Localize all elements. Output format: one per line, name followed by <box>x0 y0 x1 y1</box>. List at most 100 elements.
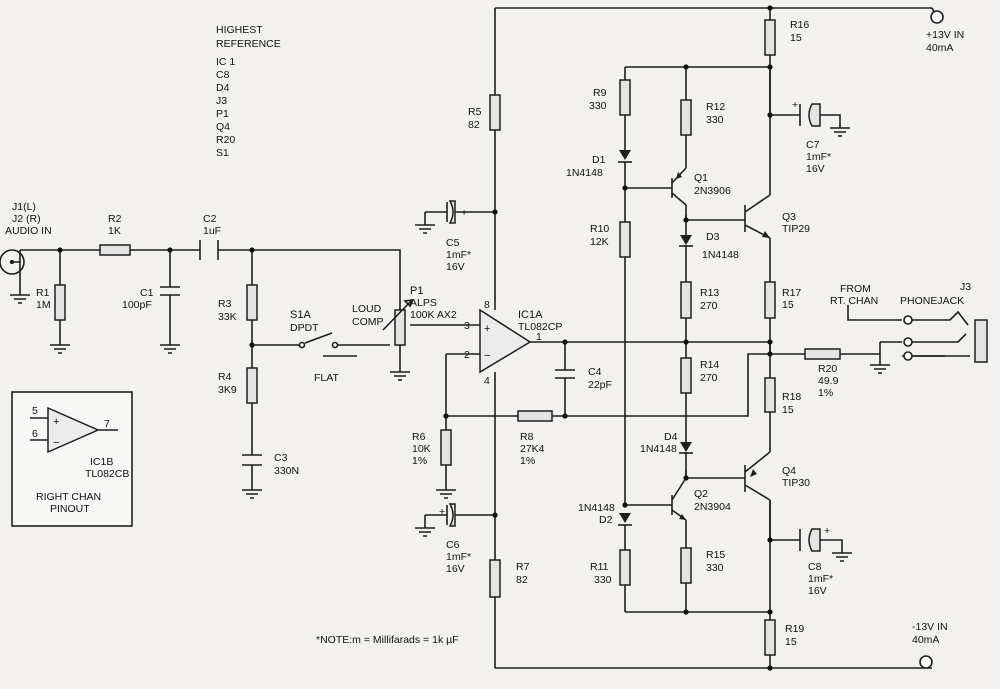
ground-symbols <box>10 127 890 562</box>
ground-icon <box>830 127 850 137</box>
ground-icon <box>415 224 435 234</box>
capacitor-c5-icon <box>446 200 456 224</box>
ground-icon <box>832 552 852 562</box>
value-vpos-current: 40mA <box>926 42 953 54</box>
ref-item: J3 <box>216 95 227 107</box>
label-r5: R5 <box>468 106 482 118</box>
value-p1-2: 100K AX2 <box>410 309 457 321</box>
power-terminals <box>919 7 944 669</box>
value-d2: 1N4148 <box>578 502 615 514</box>
ref-title-2: REFERENCE <box>216 38 281 50</box>
label-c8: C8 <box>808 561 822 573</box>
label-r15: R15 <box>706 549 725 561</box>
pot-arrow-icon <box>382 299 414 331</box>
ref-item: R20 <box>216 134 235 146</box>
resistor-r18-icon <box>764 377 776 413</box>
label-q2: Q2 <box>694 488 708 500</box>
pinout-name: IC1B <box>90 456 113 468</box>
value-r8-2: 1% <box>520 455 535 467</box>
ref-item: C8 <box>216 69 230 81</box>
value-r7: 82 <box>516 574 528 586</box>
resistor-r1-icon <box>54 284 66 321</box>
label-r11: R11 <box>590 561 609 573</box>
ground-icon <box>870 364 890 374</box>
pinout-pin7: 7 <box>104 418 110 430</box>
ground-icon <box>415 527 435 537</box>
label-c2: C2 <box>203 213 217 225</box>
value-r5: 82 <box>468 119 480 131</box>
transistors <box>671 167 771 521</box>
footnote: *NOTE:m = Millifarads = 1k µF <box>316 634 459 646</box>
value-c7-1: 1mF* <box>806 151 831 163</box>
label-flat: FLAT <box>314 372 339 384</box>
value-r6-2: 1% <box>412 455 427 467</box>
value-r16: 15 <box>790 32 802 44</box>
value-r17: 15 <box>782 299 794 311</box>
label-c3: C3 <box>274 452 288 464</box>
label-r12: R12 <box>706 101 725 113</box>
value-j3: PHONEJACK <box>900 295 964 307</box>
ref-item: D4 <box>216 82 230 94</box>
label-r13: R13 <box>700 287 719 299</box>
value-r14: 270 <box>700 372 718 384</box>
label-j2: J2 (R) <box>12 213 41 225</box>
label-c7: C7 <box>806 139 820 151</box>
ground-icon <box>50 344 70 354</box>
pinout-box <box>11 391 133 527</box>
label-p1: P1 <box>410 285 423 297</box>
value-q1: 2N3906 <box>694 185 731 197</box>
value-ic1a: TL082CP <box>518 321 562 333</box>
value-p1-1: ALPS <box>410 297 437 309</box>
input-jack <box>0 249 25 275</box>
terminal-vneg-icon <box>919 655 933 669</box>
pinout-part: TL082CB <box>85 468 129 480</box>
label-q1: Q1 <box>694 172 708 184</box>
ground-icon <box>10 294 30 304</box>
resistor-r4-icon <box>246 367 258 404</box>
junctions <box>57 5 773 671</box>
label-vneg: -13V IN <box>912 621 948 633</box>
c6-plus: + <box>439 506 445 518</box>
value-c8-2: 16V <box>808 585 827 597</box>
label-r4: R4 <box>218 371 232 383</box>
value-c6-2: 16V <box>446 563 465 575</box>
ground-icon <box>160 344 180 354</box>
value-r13: 270 <box>700 300 718 312</box>
capacitor-c7-icon <box>799 103 821 127</box>
label-r18: R18 <box>782 391 801 403</box>
capacitor-c1-icon <box>160 286 180 296</box>
value-r18: 15 <box>782 404 794 416</box>
label-ic1a: IC1A <box>518 309 543 321</box>
label-j1: J1(L) <box>12 201 36 213</box>
capacitors <box>160 103 821 552</box>
value-c7-2: 16V <box>806 163 825 175</box>
value-r12: 330 <box>706 114 724 126</box>
label-vpos: +13V IN <box>926 29 964 41</box>
value-q3: TIP29 <box>782 223 810 235</box>
labels: HIGHEST REFERENCE IC 1 C8 D4 J3 P1 Q4 R2… <box>5 19 971 648</box>
ref-item: P1 <box>216 108 229 120</box>
label-j3: J3 <box>960 281 971 293</box>
value-r15: 330 <box>706 562 724 574</box>
transistor-q2-icon <box>671 477 687 521</box>
label-r2: R2 <box>108 213 122 225</box>
c8-plus: + <box>824 525 830 537</box>
diode-d1-icon <box>618 150 632 163</box>
label-r19: R19 <box>785 623 804 635</box>
value-d1: 1N4148 <box>566 167 603 179</box>
label-c1: C1 <box>140 287 154 299</box>
capacitor-c4-icon <box>555 369 575 379</box>
resistor-r15-icon <box>680 547 692 584</box>
resistor-r2-icon <box>99 244 131 256</box>
value-r6-1: 10K <box>412 443 431 455</box>
pinout-plus: + <box>53 416 59 428</box>
resistor-r16-icon <box>764 19 776 56</box>
resistor-r7-icon <box>489 559 501 598</box>
pin-4: 4 <box>484 375 490 387</box>
value-r4: 3K9 <box>218 384 237 396</box>
value-s1a: DPDT <box>290 322 319 334</box>
label-comp: COMP <box>352 316 384 328</box>
label-r6: R6 <box>412 431 426 443</box>
capacitor-c8-icon <box>799 528 821 552</box>
ref-item: IC 1 <box>216 56 235 68</box>
